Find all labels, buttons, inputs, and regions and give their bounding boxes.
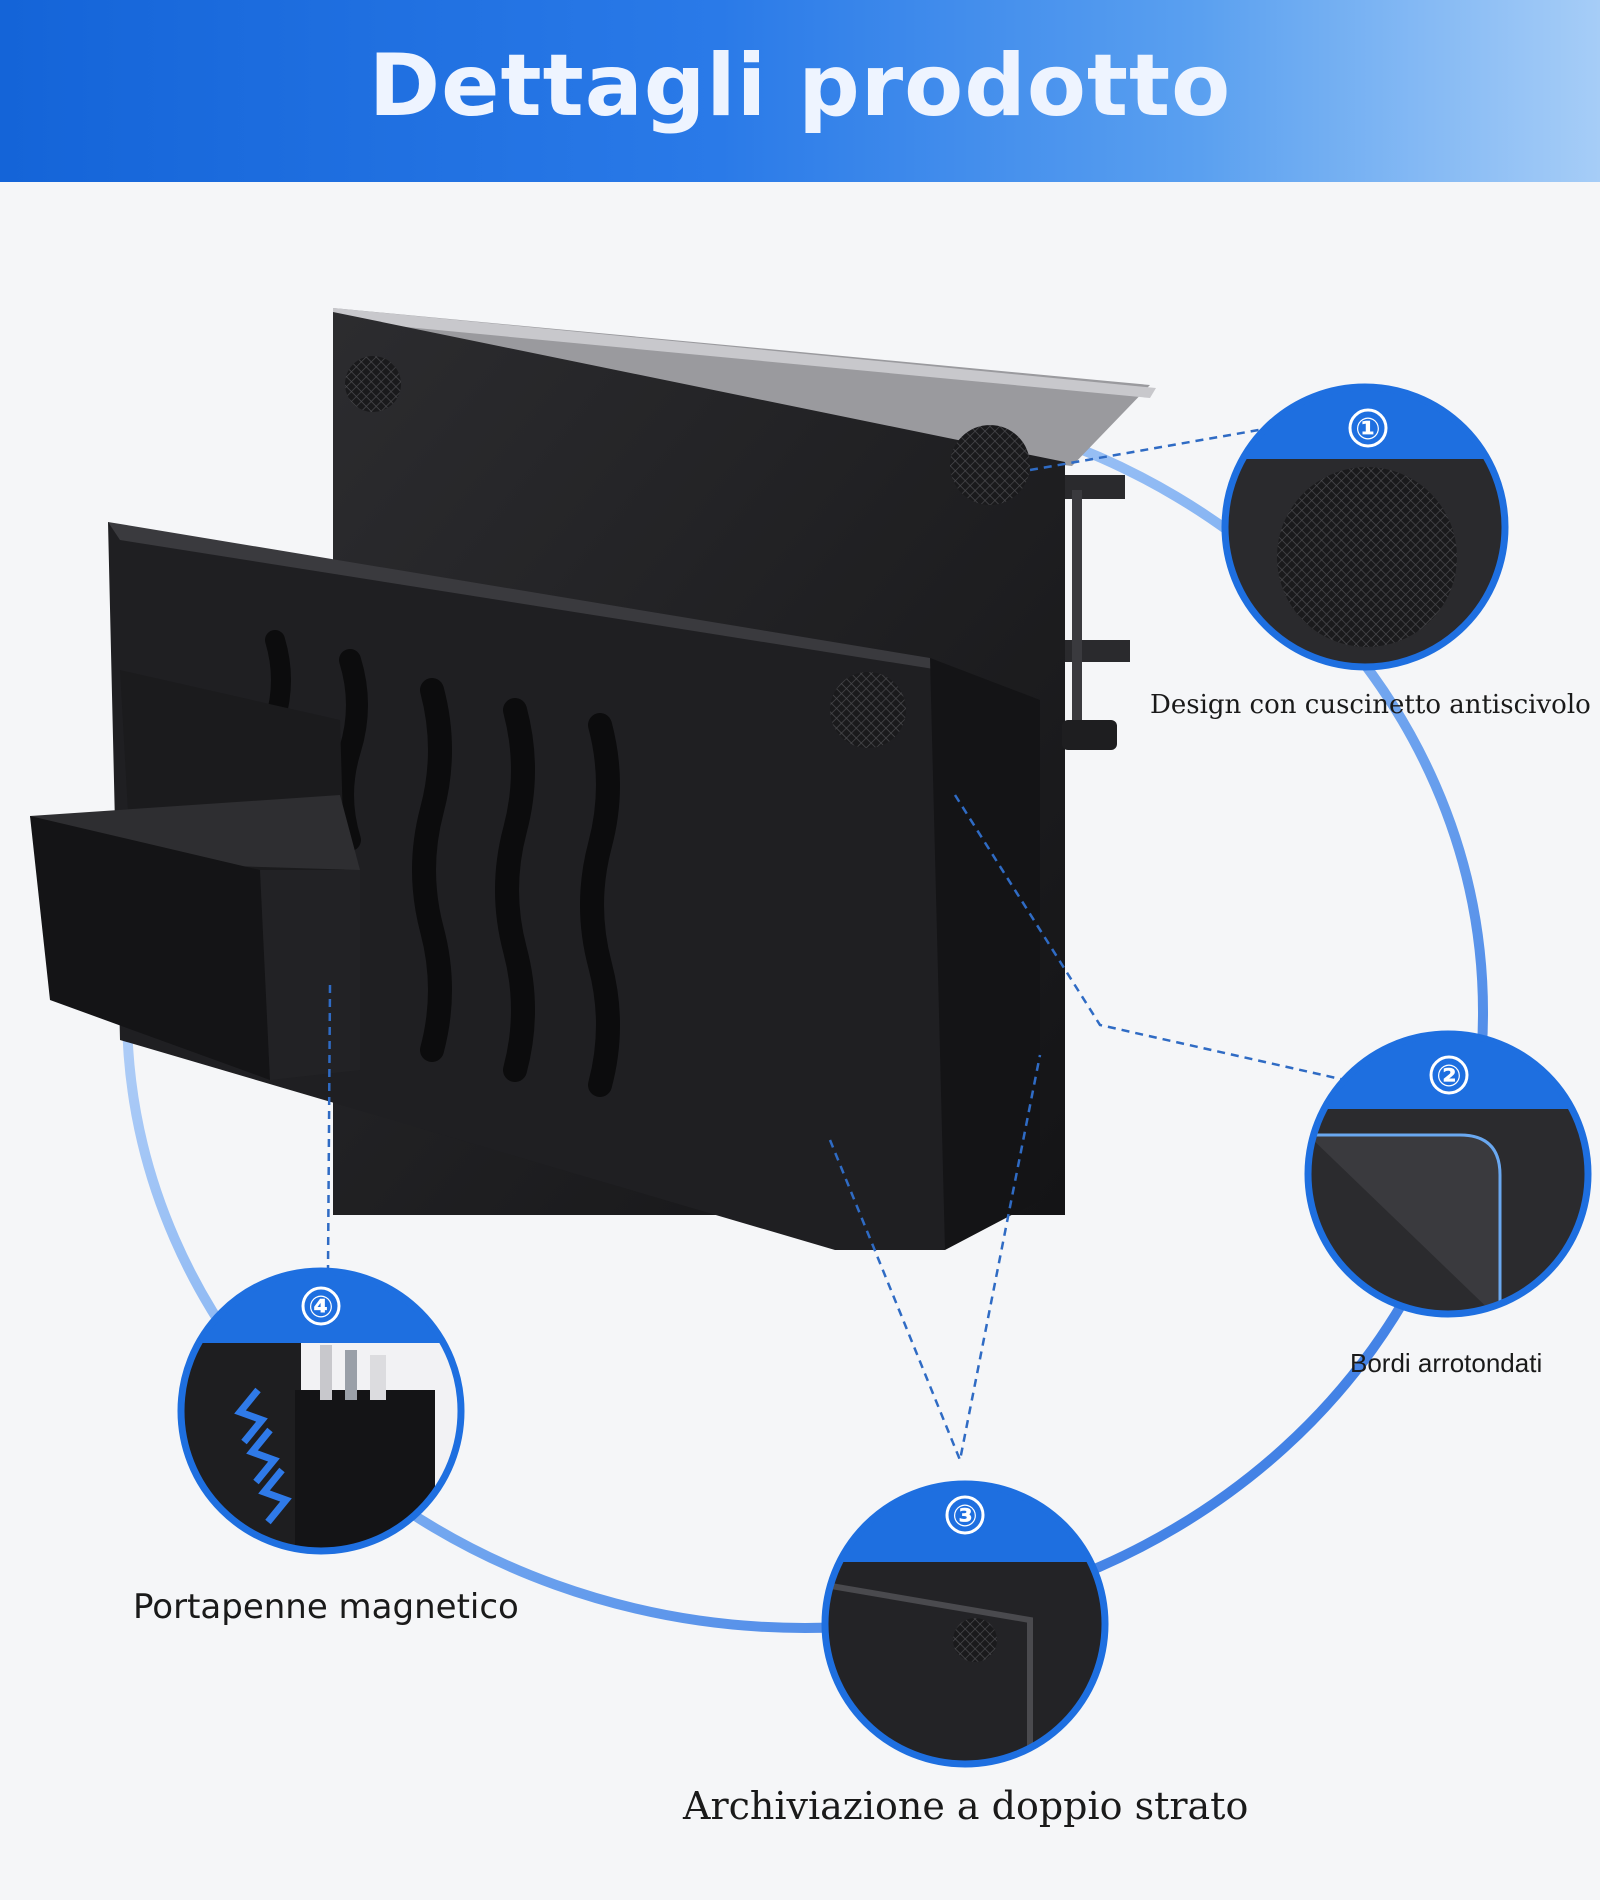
callout-4-label: Portapenne magnetico [133,1587,519,1627]
callout-1-label: Design con cuscinetto antiscivolo [1150,690,1591,720]
callout-2-badge: ② [1304,1030,1592,1318]
callout-1-badge: ① [1221,383,1509,671]
callout-4-badge: ④ [177,1267,465,1555]
callout-3-badge: ③ [821,1480,1109,1768]
pen-holder-drawing [30,670,360,1080]
header-banner: Dettagli prodotto [0,0,1600,182]
callout-3-label: Archiviazione a doppio strato [683,1784,1249,1828]
callout-4-number: ④ [308,1290,333,1325]
callout-2-label: Bordi arrotondati [1350,1348,1543,1378]
product-scene: ① ② ③ [0,182,1600,1900]
callout-1-number: ① [1355,412,1380,447]
page-title: Dettagli prodotto [368,36,1232,136]
callout-2-number: ② [1436,1059,1461,1094]
product-illustration: ① ② ③ [30,308,1592,1768]
leader-lines [326,426,1346,1465]
callout-3-number: ③ [952,1499,977,1534]
